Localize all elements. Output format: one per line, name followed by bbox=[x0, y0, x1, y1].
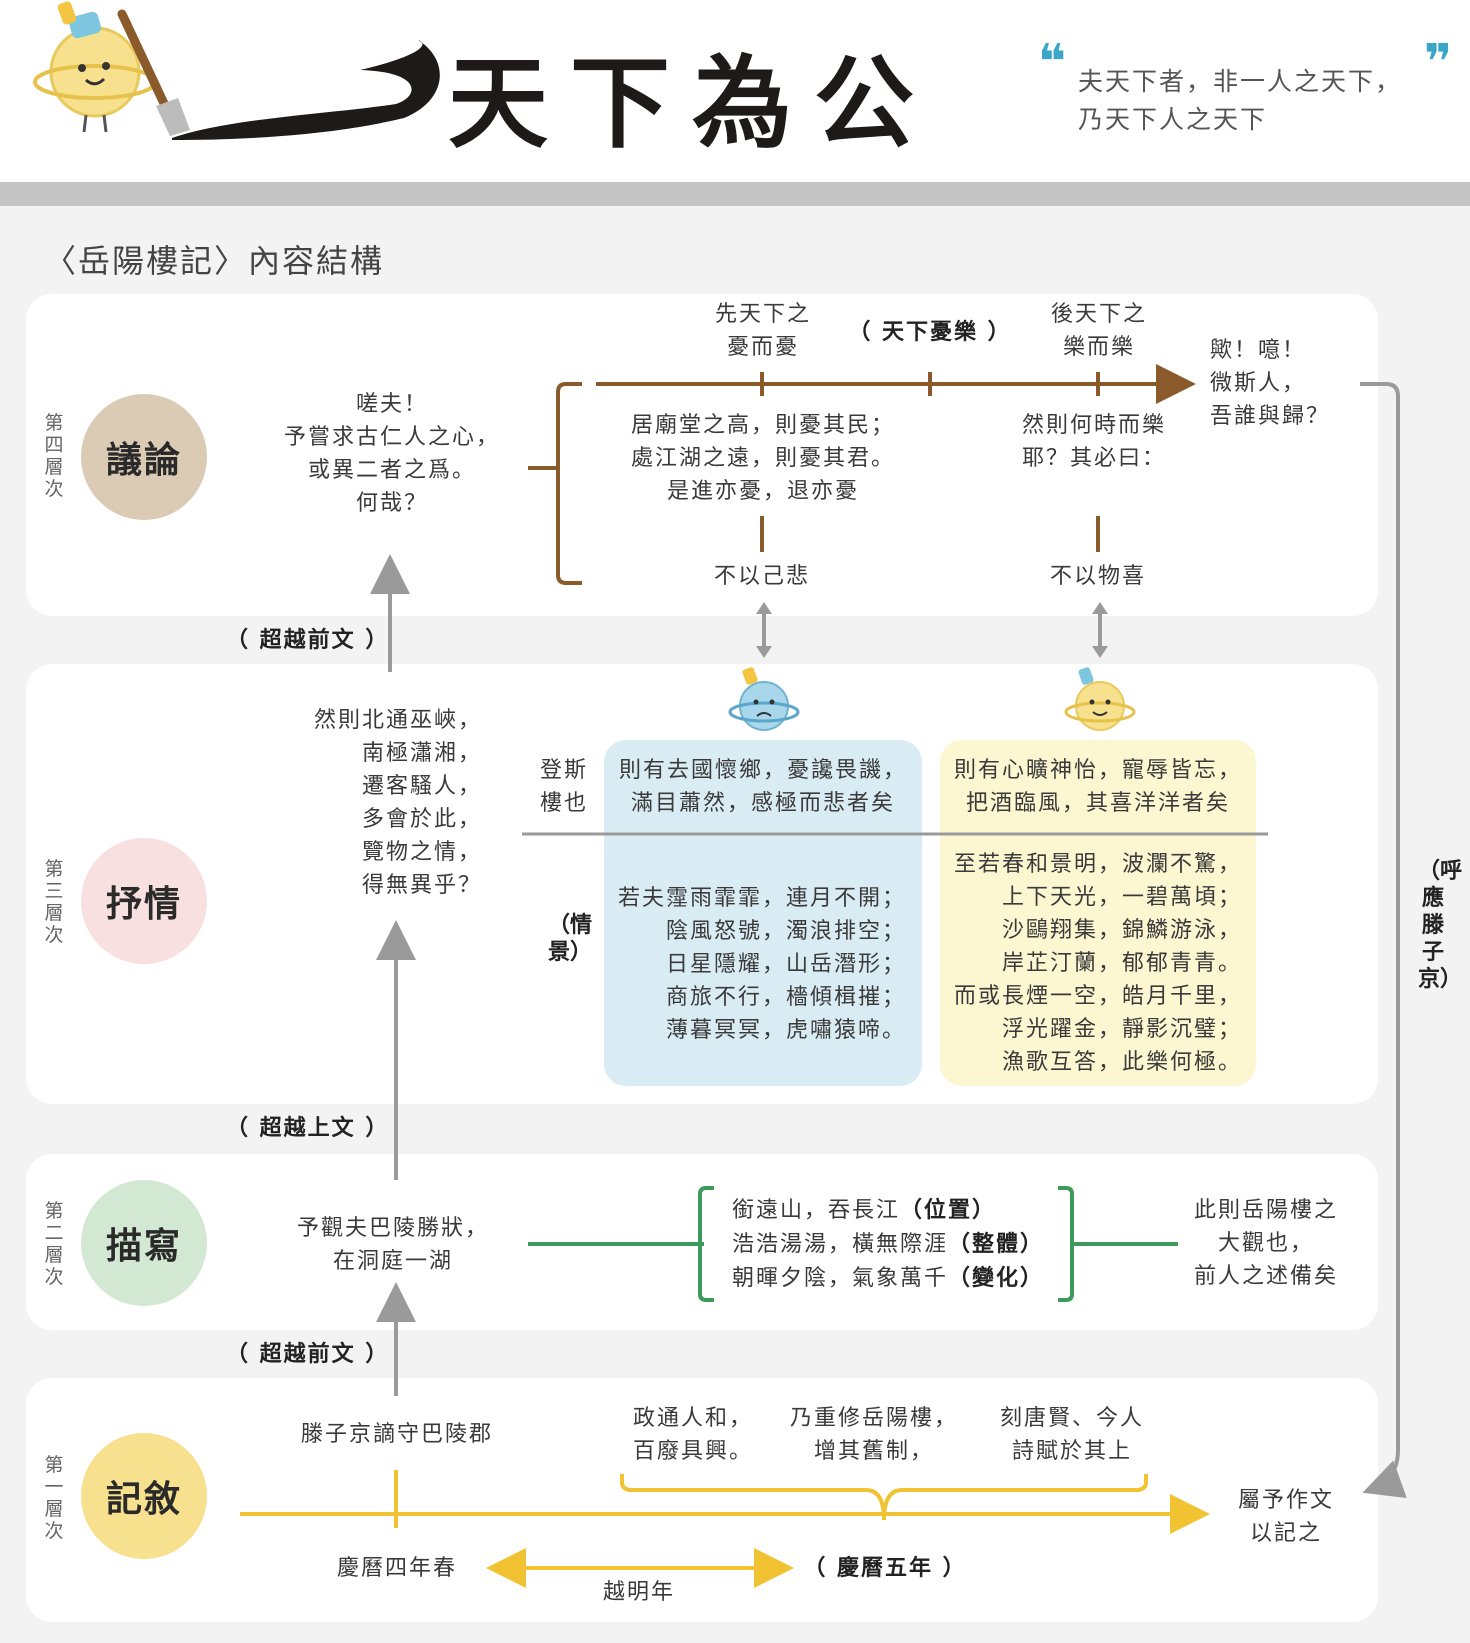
l2-tag-3: （變化） bbox=[948, 1266, 1045, 1291]
l1-event-1: 政通人和， 百廢具興。 bbox=[632, 1406, 753, 1464]
happy-planet-icon bbox=[1064, 667, 1136, 731]
level-3-label: 第三層次 bbox=[44, 858, 64, 946]
l1-event-2: 乃重修岳陽樓， 增其舊制， bbox=[789, 1406, 958, 1464]
level-2-circle: 描寫 bbox=[81, 1180, 207, 1306]
close-quote-icon: ❞ bbox=[1424, 34, 1453, 90]
l2-tag-2: （整體） bbox=[948, 1232, 1045, 1257]
level-3-circle: 抒情 bbox=[81, 838, 207, 964]
l3-yellow-top: 則有心曠神怡，寵辱皆忘， 把酒臨風，其喜洋洋者矣 bbox=[953, 758, 1242, 816]
double-arrow-joy bbox=[1092, 602, 1108, 658]
l1-left-bottom: 慶曆四年春 bbox=[336, 1556, 457, 1581]
level-4-bracket bbox=[528, 364, 1196, 585]
level-4-label: 第四層次 bbox=[44, 412, 64, 500]
level-4-name: 議論 bbox=[105, 439, 182, 481]
l2-line-3: 朝暉夕陰，氣象萬千（變化） bbox=[732, 1262, 1044, 1295]
mascot-icon bbox=[33, 1, 157, 133]
l4-bottom-right: 不以物喜 bbox=[1049, 564, 1146, 589]
level-1-timeline bbox=[240, 1470, 1210, 1588]
level-1-circle: 記敘 bbox=[81, 1433, 207, 1559]
sad-planet-icon bbox=[728, 667, 800, 731]
l1-left-top: 滕子京謫守巴陵郡 bbox=[300, 1422, 493, 1447]
brush-icon bbox=[117, 9, 190, 136]
double-arrow-sad bbox=[756, 602, 772, 658]
diagram-subtitle: 〈岳陽樓記〉內容結構 bbox=[44, 242, 385, 280]
l3-blue-top: 則有去國懷鄉，憂讒畏譏， 滿目蕭然，感極而悲者矣 bbox=[618, 758, 907, 816]
main-title: 天下為公 bbox=[448, 45, 936, 162]
l1-year: （ 慶曆五年 ） bbox=[803, 1556, 967, 1581]
quote-line-2: 乃天下人之天下 bbox=[1078, 105, 1268, 134]
header-illustration bbox=[33, 1, 440, 140]
level-3-name: 抒情 bbox=[105, 883, 182, 925]
l3-qingjing: （情景） bbox=[548, 913, 593, 965]
side-label: （呼應滕子京） bbox=[1418, 859, 1463, 992]
l4-mid-right: 然則何時而樂 耶？其必曰： bbox=[1022, 413, 1167, 471]
l2-right-text: 此則岳陽樓之 大觀也， 前人之述備矣 bbox=[1193, 1198, 1338, 1289]
transition-2: （ 超越上文 ） bbox=[226, 1116, 390, 1141]
l1-next-year: 越明年 bbox=[602, 1580, 675, 1605]
l4-end-text: 歟！噫！ 微斯人， 吾誰與歸？ bbox=[1210, 338, 1331, 429]
l4-top-mid: （ 天下憂樂 ） bbox=[848, 320, 1012, 345]
open-quote-icon: ❝ bbox=[1038, 34, 1067, 90]
l2-line-1-text: 銜遠山，吞長江 bbox=[732, 1198, 901, 1223]
l2-left-text: 予觀夫巴陵勝狀， 在洞庭一湖 bbox=[296, 1216, 489, 1274]
l2-line-3-text: 朝暉夕陰，氣象萬千 bbox=[732, 1266, 949, 1291]
l4-top-right: 後天下之 樂而樂 bbox=[1050, 302, 1147, 360]
level-1-name: 記敘 bbox=[105, 1478, 182, 1520]
l2-line-2-text: 浩浩湯湯，橫無際涯 bbox=[732, 1232, 949, 1257]
l2-tag-1: （位置） bbox=[900, 1198, 997, 1223]
level-2-brackets bbox=[528, 1186, 1178, 1302]
l4-bottom-left: 不以己悲 bbox=[713, 564, 810, 589]
l2-line-2: 浩浩湯湯，橫無際涯（整體） bbox=[732, 1228, 1044, 1261]
up-arrows bbox=[370, 554, 416, 1396]
header: 天下為公 ❝ ❞ 夫天下者，非一人之天下， 乃天下人之天下 bbox=[0, 0, 1470, 182]
header-divider bbox=[0, 182, 1470, 206]
level-2-name: 描寫 bbox=[105, 1225, 182, 1267]
transition-1: （ 超越前文 ） bbox=[226, 628, 390, 653]
l3-left-text: 然則北通巫峽， 南極瀟湘， 遷客騷人， 多會於此， 覽物之情， 得無異乎？ bbox=[313, 708, 482, 898]
blue-sad-box bbox=[604, 740, 922, 1086]
l1-end-text: 屬予作文 以記之 bbox=[1237, 1488, 1334, 1546]
ink-stroke bbox=[172, 40, 440, 140]
l4-top-left: 先天下之 憂而憂 bbox=[714, 302, 811, 360]
l3-yellow-bottom: 至若春和景明，波瀾不驚， 上下天光，一碧萬頃； 沙鷗翔集，錦鱗游泳， 岸芷汀蘭，… bbox=[953, 852, 1242, 1075]
transition-3: （ 超越前文 ） bbox=[226, 1342, 390, 1367]
l1-event-3: 刻唐賢、今人 詩賦於其上 bbox=[999, 1406, 1144, 1464]
panel-level-4 bbox=[26, 294, 1378, 616]
side-return-arrow bbox=[1360, 382, 1407, 1499]
l3-deng: 登斯 樓也 bbox=[539, 758, 588, 816]
l4-mid-left: 居廟堂之高，則憂其民； 處江湖之遠，則憂其君。 是進亦憂，退亦憂 bbox=[630, 413, 895, 504]
l2-line-1: 銜遠山，吞長江（位置） bbox=[732, 1194, 996, 1227]
l3-blue-bottom: 若夫霪雨霏霏，連月不開； 陰風怒號，濁浪排空； 日星隱耀，山岳潛形； 商旅不行，… bbox=[617, 886, 906, 1043]
level-2-label: 第二層次 bbox=[44, 1200, 64, 1288]
yellow-joy-box bbox=[940, 740, 1256, 1086]
level-4-circle: 議論 bbox=[81, 394, 207, 520]
quote-line-1: 夫天下者，非一人之天下， bbox=[1078, 67, 1403, 96]
l4-left-text: 嗟夫！ 予嘗求古仁人之心， 或異二者之爲。 何哉？ bbox=[283, 392, 500, 516]
level-1-label: 第一層次 bbox=[44, 1454, 64, 1542]
